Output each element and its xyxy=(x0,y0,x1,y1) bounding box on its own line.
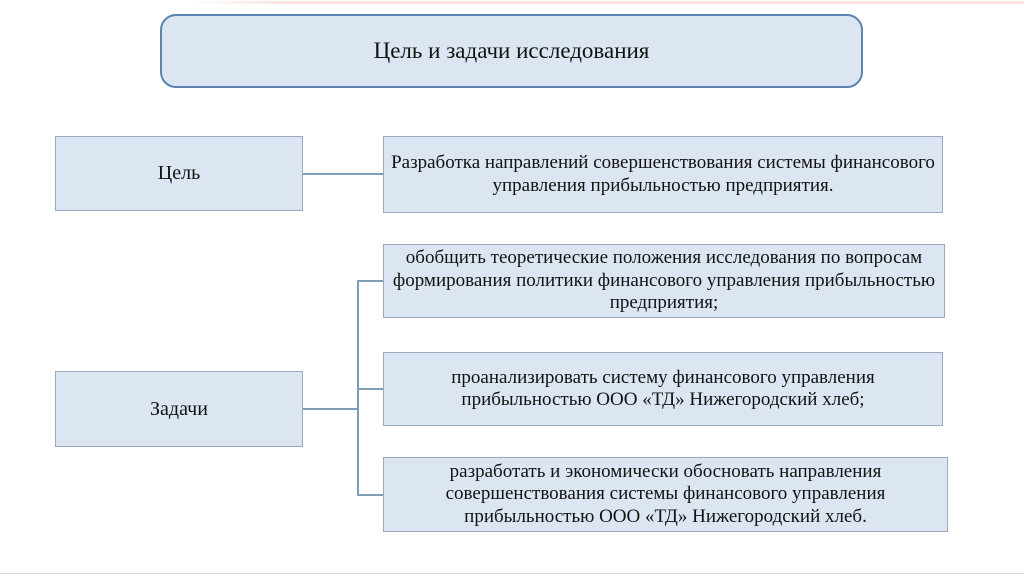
connector-goal-line xyxy=(303,173,383,175)
goal-label: Цель xyxy=(157,162,201,184)
task-item-text: разработать и экономически обосновать на… xyxy=(445,460,886,527)
task-item-box: проанализировать систему финансового упр… xyxy=(383,352,943,426)
goal-description-box: Разработка направлений совершенствования… xyxy=(383,136,943,213)
top-accent-line xyxy=(188,1,1024,4)
connector-branch-3-line xyxy=(357,494,383,496)
connector-tasks-main-line xyxy=(303,408,359,410)
connector-branch-1-line xyxy=(357,280,383,282)
tasks-label: Задачи xyxy=(150,397,208,420)
task-item-box: обобщить теоретические положения исследо… xyxy=(383,244,945,318)
task-item-text: проанализировать систему финансового упр… xyxy=(451,366,875,410)
connector-branch-2-line xyxy=(357,388,383,390)
goal-description-text: Разработка направлений совершенствования… xyxy=(391,152,935,196)
slide-title: Цель и задачи исследования xyxy=(373,38,650,63)
slide-title-box: Цель и задачи исследования xyxy=(160,14,863,88)
task-item-box: разработать и экономически обосновать на… xyxy=(383,457,948,532)
goal-label-box: Цель xyxy=(55,136,303,211)
tasks-label-box: Задачи xyxy=(55,371,303,447)
task-item-text: обобщить теоретические положения исследо… xyxy=(392,247,936,314)
